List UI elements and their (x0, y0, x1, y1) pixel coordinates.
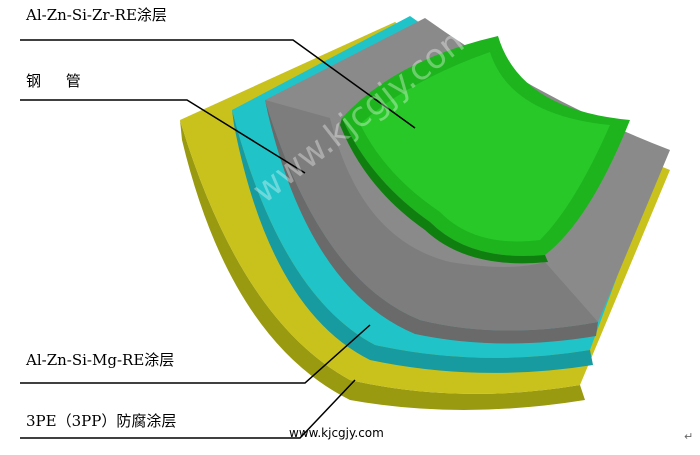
zr-layer-edge (340, 118, 548, 264)
leader-zr (20, 39, 416, 129)
label-3pe-coating: 3PE（3PP）防腐涂层 (26, 412, 177, 430)
pe-layer-face (180, 120, 585, 410)
leader-pe (20, 379, 356, 439)
label-al-zn-si-mg-re-coating: Al-Zn-Si-Mg-RE涂层 (26, 351, 175, 369)
steel-layer-face (265, 100, 598, 344)
return-mark-icon: ↵ (684, 430, 694, 443)
steel-layer-inner-bevel (265, 100, 598, 331)
zr-layer-highlight (360, 52, 610, 242)
label-steel-pipe: 钢 管 (26, 72, 91, 90)
leader-steel (20, 99, 306, 174)
mg-layer-face (232, 110, 593, 373)
leader-mg (20, 324, 371, 384)
label-al-zn-si-zr-re-coating: Al-Zn-Si-Zr-RE涂层 (26, 6, 167, 24)
watermark-bottom: www.kjcgjy.com (289, 426, 384, 440)
